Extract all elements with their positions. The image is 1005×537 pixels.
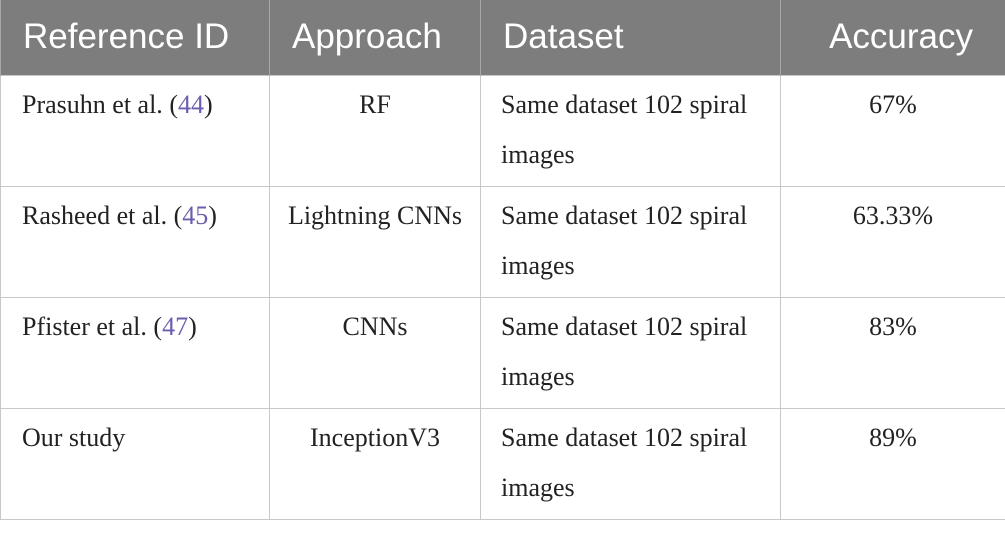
reference-cell: Prasuhn et al. (44) — [0, 74, 270, 187]
header-approach: Approach — [269, 0, 481, 75]
approach-cell: InceptionV3 — [269, 407, 481, 520]
citation-link[interactable]: 47 — [162, 311, 189, 341]
table-row: Our study InceptionV3 Same dataset 102 s… — [0, 407, 1005, 520]
table-row: Prasuhn et al. (44) RF Same dataset 102 … — [0, 74, 1005, 187]
reference-author: Pfister et al. — [22, 311, 147, 341]
approach-cell: RF — [269, 74, 481, 187]
table-row: Rasheed et al. (45) Lightning CNNs Same … — [0, 185, 1005, 298]
accuracy-cell: 89% — [780, 407, 1005, 520]
dataset-cell: Same dataset 102 spiral images — [480, 74, 781, 187]
table-row: Pfister et al. (47) CNNs Same dataset 10… — [0, 296, 1005, 409]
accuracy-cell: 63.33% — [780, 185, 1005, 298]
dataset-cell: Same dataset 102 spiral images — [480, 185, 781, 298]
accuracy-cell: 67% — [780, 74, 1005, 187]
reference-author: Our study — [22, 422, 126, 452]
reference-cell: Pfister et al. (47) — [0, 296, 270, 409]
reference-cell: Our study — [0, 407, 270, 520]
reference-author: Prasuhn et al. — [22, 89, 163, 119]
header-row: Reference ID Approach Dataset Accuracy — [0, 0, 1005, 75]
citation-link[interactable]: 44 — [177, 89, 204, 119]
approach-cell: Lightning CNNs — [269, 185, 481, 298]
header-dataset: Dataset — [480, 0, 781, 75]
accuracy-cell: 83% — [780, 296, 1005, 409]
header-reference-id: Reference ID — [0, 0, 270, 75]
table-header: Reference ID Approach Dataset Accuracy — [0, 0, 1005, 75]
citation-link[interactable]: 45 — [182, 200, 209, 230]
approach-cell: CNNs — [269, 296, 481, 409]
dataset-cell: Same dataset 102 spiral images — [480, 407, 781, 520]
dataset-cell: Same dataset 102 spiral images — [480, 296, 781, 409]
comparison-table: Reference ID Approach Dataset Accuracy P… — [0, 0, 1005, 520]
table-body: Prasuhn et al. (44) RF Same dataset 102 … — [0, 74, 1005, 520]
reference-cell: Rasheed et al. (45) — [0, 185, 270, 298]
reference-author: Rasheed et al. — [22, 200, 168, 230]
header-accuracy: Accuracy — [780, 0, 1005, 75]
